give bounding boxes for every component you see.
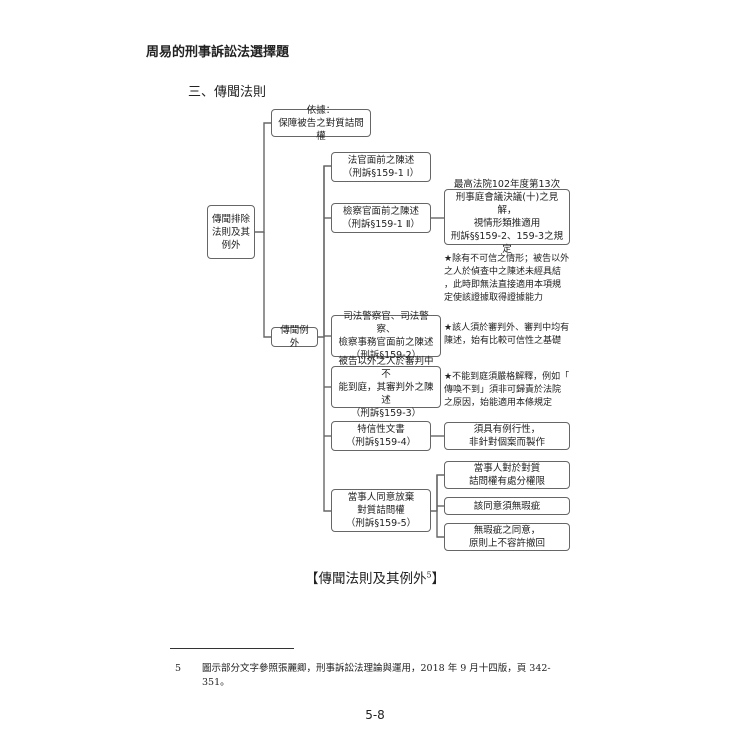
exception-police-statement: 司法警察官、司法警察、 檢察事務官面前之陳述 （刑訴§159-2） — [331, 311, 441, 361]
prosecutor-detail-box: 最高法院102年度第13次 刑事庭會議決議(十)之見解， 視情形類推適用 刑訴§… — [444, 179, 570, 255]
running-header: 周易的刑事訴訟法選擇題 — [146, 45, 290, 60]
absent-witness-note: ★不能到庭須嚴格解釋，例如「 傳喚不到」須非可歸責於法院 之原因，始能適用本條規… — [444, 372, 570, 408]
footnote-rule — [170, 648, 294, 649]
police-note: ★該人須於審判外、審判中均有 陳述，始有比較可信性之基礎 — [444, 323, 570, 346]
exception-judge-statement: 法官面前之陳述 （刑訴§159-1 Ⅰ） — [331, 152, 431, 182]
figure-caption: 【傳聞法則及其例外5】 — [304, 570, 446, 588]
root-node-hearsay-rule: 傳聞排除 法則及其 例外 — [207, 205, 255, 259]
consent-detail-box-flawless: 該同意須無瑕疵 — [444, 497, 570, 515]
footnote-text: 圖示部分文字參照張麗卿，刑事訴訟法理論與運用，2018 年 9 月十四版，頁 3… — [202, 663, 551, 688]
exception-absent-witness-statement: 被告以外之人於審判中不 能到庭，其審判外之陳述 （刑訴§159-3） — [331, 356, 441, 419]
consent-detail-box-irrevocable: 無瑕疵之同意， 原則上不容許撤回 — [444, 523, 570, 551]
basis-node: 依據： 保障被告之對質詰問權 — [271, 105, 371, 142]
footnote-number: 5 — [175, 663, 182, 674]
exception-prosecutor-statement: 檢察官面前之陳述 （刑訴§159-1 Ⅱ） — [331, 203, 431, 233]
exception-party-consent: 當事人同意放棄 對質詰問權 （刑訴§159-5） — [331, 489, 431, 532]
document-detail-box: 須具有例行性， 非針對個案而製作 — [444, 422, 570, 450]
section-heading: 三、傳聞法則 — [188, 85, 267, 100]
exceptions-node: 傳聞例外 — [271, 325, 318, 349]
exception-special-document: 特信性文書 （刑訴§159-4） — [331, 421, 431, 451]
prosecutor-note: ★除有不可信之情形；被告以外 之人於偵查中之陳述未經具結 ，此時即無法直接適用本… — [444, 254, 570, 303]
consent-detail-box-authority: 當事人對於對質 詰問權有處分權限 — [444, 461, 570, 489]
page-number: 5-8 — [365, 708, 385, 722]
